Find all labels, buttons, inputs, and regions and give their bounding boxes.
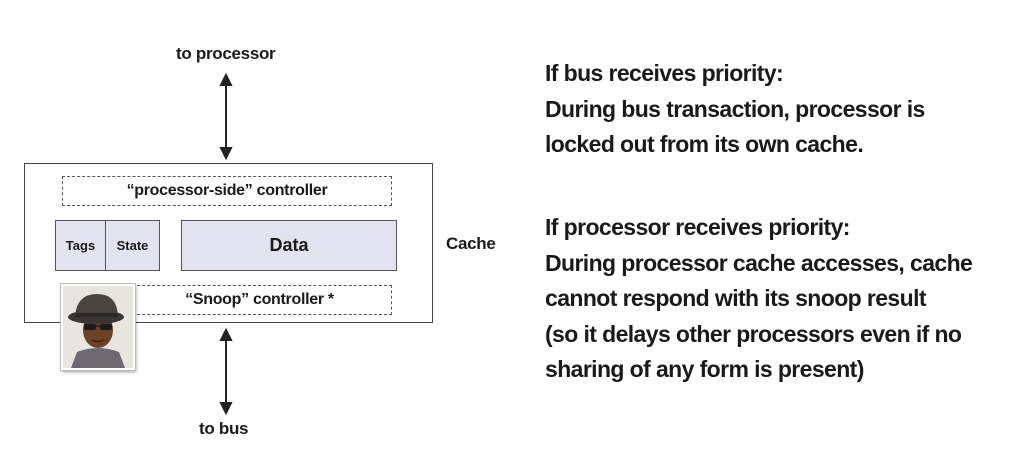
person-photo-icon — [63, 286, 133, 368]
data-cell: Data — [181, 220, 397, 271]
snoop-controller: “Snoop” controller * — [127, 285, 392, 315]
to-processor-label: to processor — [176, 44, 276, 63]
state-cell: State — [105, 220, 160, 271]
cache-label: Cache — [446, 234, 496, 253]
tags-cell: Tags — [55, 220, 106, 271]
note-line: During processor cache accesses, cache — [545, 249, 973, 276]
note-line: If processor receives priority: — [545, 214, 850, 240]
note-line: sharing of any form is present) — [545, 356, 864, 382]
processor-side-controller: “processor-side” controller — [62, 176, 392, 206]
bus-priority-note: If bus receives priority: During bus tra… — [545, 56, 925, 163]
note-line: cannot respond with its snoop result — [545, 285, 927, 311]
to-bus-label: to bus — [199, 419, 249, 438]
note-line: (so it delays other processors even if n… — [545, 320, 962, 347]
note-line: locked out from its own cache. — [545, 131, 864, 157]
note-line: During bus transaction, processor is — [545, 95, 925, 122]
snoop-avatar-image — [61, 284, 135, 370]
note-line: If bus receives priority: — [545, 60, 784, 86]
processor-priority-note: If processor receives priority: During p… — [545, 210, 973, 388]
